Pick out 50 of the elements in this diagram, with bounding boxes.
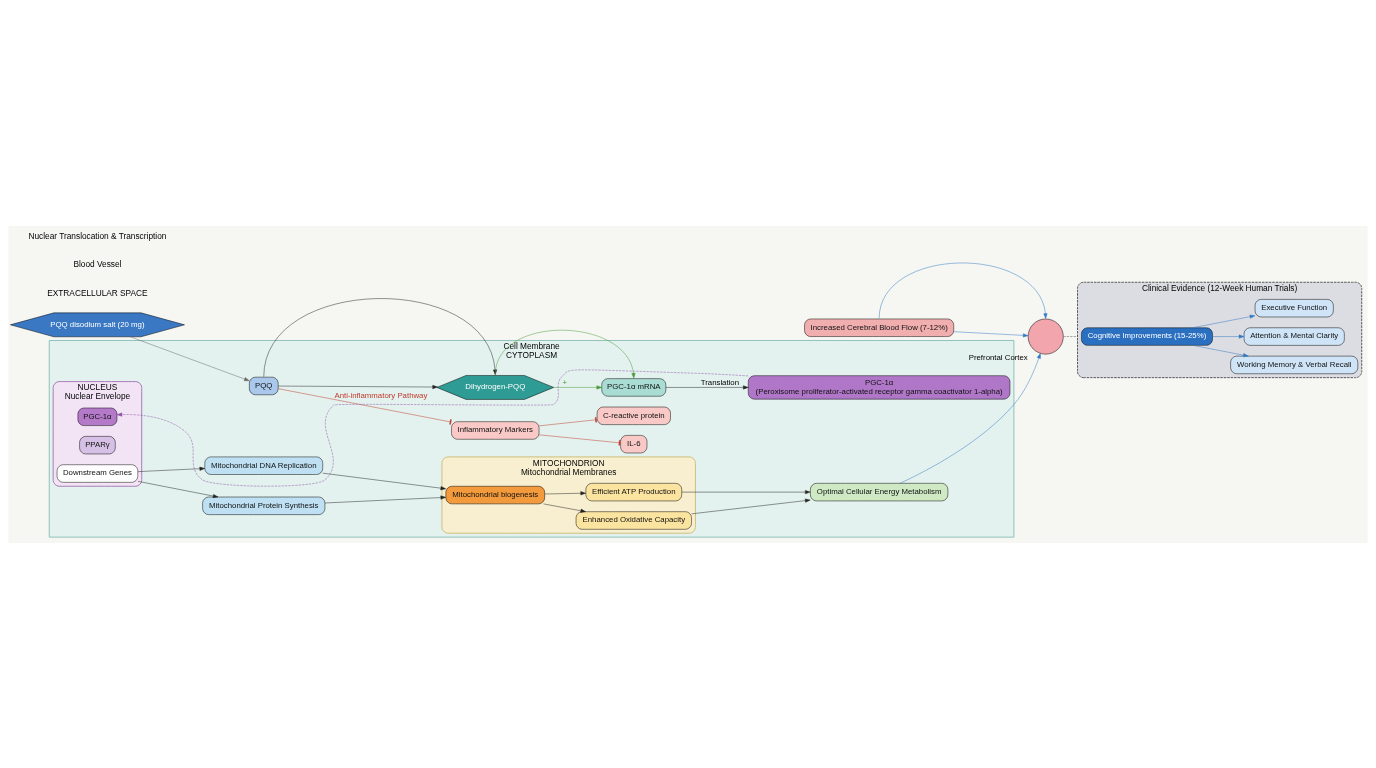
arrow bbox=[553, 384, 602, 389]
arrow bbox=[543, 503, 586, 513]
arrow bbox=[681, 489, 811, 494]
edge-label: + bbox=[562, 377, 568, 387]
node-circle bbox=[1027, 318, 1064, 354]
arrow bbox=[324, 495, 446, 503]
node-label: Mitochondrial Membranes bbox=[520, 466, 617, 477]
arrow bbox=[130, 336, 250, 381]
node-box: Cognitive Improvements (15-25%) bbox=[1081, 327, 1213, 346]
edge-label: Anti-inflammatory Pathway bbox=[334, 390, 428, 400]
arrow bbox=[953, 330, 1029, 337]
label: Blood Vessel bbox=[73, 258, 122, 269]
arrow bbox=[322, 472, 446, 490]
node-box: Attention & Mental Clarity bbox=[1243, 327, 1345, 346]
node-box: Increased Cerebral Blood Flow (7-12%) bbox=[804, 318, 954, 337]
arrow bbox=[263, 297, 498, 377]
connector bbox=[538, 416, 598, 426]
arrow bbox=[1192, 344, 1249, 357]
arrow bbox=[1212, 334, 1245, 338]
node-box: Mitochondrial DNA Replication bbox=[204, 456, 323, 475]
node-box: Mitochondrial Protein Synthesis bbox=[202, 496, 326, 515]
label: EXTRACELLULAR SPACE bbox=[47, 287, 148, 298]
connector bbox=[1063, 335, 1078, 337]
node-box: Optimal Cellular Energy Metabolism bbox=[810, 482, 949, 501]
connector bbox=[278, 387, 452, 425]
arrow bbox=[544, 490, 586, 495]
node-box: PQQ bbox=[249, 376, 279, 395]
node-box: PPARγ bbox=[79, 435, 116, 454]
arrow bbox=[137, 480, 219, 498]
node-box: Working Memory & Verbal Recall bbox=[1230, 355, 1359, 374]
arrow bbox=[137, 466, 205, 472]
node-box: PGC-1α bbox=[77, 407, 118, 426]
node-box: Downstream Genes bbox=[56, 464, 139, 483]
node-label: Prefrontal Cortex bbox=[968, 352, 1028, 362]
arrow bbox=[1192, 314, 1256, 328]
arrow bbox=[665, 384, 749, 389]
arrow bbox=[691, 498, 811, 514]
node-box: Efficient ATP Production bbox=[585, 482, 682, 501]
connector bbox=[538, 434, 621, 446]
node-box: PGC-1α (Peroxisome proliferator-activated receptor gamma coactivator 1-alpha) bbox=[748, 374, 1011, 399]
node-box: Executive Function bbox=[1254, 298, 1334, 317]
arrow bbox=[116, 369, 749, 486]
arrow bbox=[899, 352, 1041, 483]
node-box: Mitochondrial biogenesis bbox=[445, 485, 545, 504]
node-label: Nuclear Envelope bbox=[64, 390, 131, 401]
arrow bbox=[278, 384, 438, 389]
node-box: PGC-1α mRNA bbox=[601, 377, 667, 396]
label: Nuclear Translocation & Transcription bbox=[28, 230, 167, 241]
arrow bbox=[495, 329, 636, 378]
edge-label: Translation bbox=[700, 377, 740, 387]
